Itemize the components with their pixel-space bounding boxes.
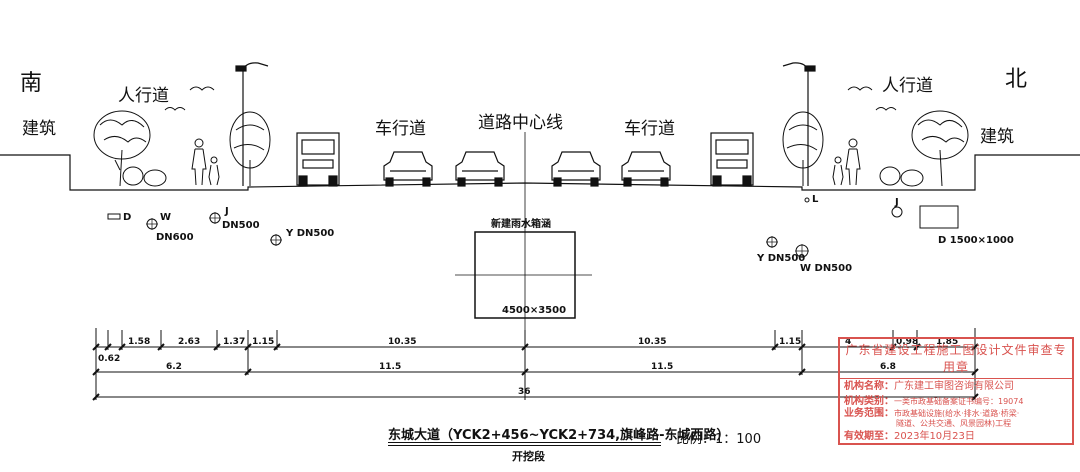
svg-text:DN600: DN600 — [156, 232, 194, 243]
pedestrians-right — [832, 138, 861, 186]
car-2 — [455, 151, 505, 187]
dim-r2-4: 11.5 — [651, 362, 673, 372]
stamp-org: 机构名称：广东建工审图咨询有限公司 — [844, 381, 1014, 392]
dim-2: 2.63 — [178, 337, 200, 347]
svg-text:L: L — [812, 194, 819, 205]
car-1 — [383, 151, 433, 187]
birds-right — [847, 86, 897, 111]
car-3 — [551, 151, 601, 187]
carriageway-right-label: 车行道 — [624, 119, 675, 139]
dim-total: 36 — [518, 387, 531, 397]
dim-7: 1.15 — [779, 337, 801, 347]
tree-right — [782, 110, 969, 187]
caption-underline-2 — [388, 445, 661, 446]
dim-3: 1.37 — [223, 337, 245, 347]
section-type: 开挖段 — [512, 450, 545, 463]
tree-left — [93, 110, 271, 187]
svg-text:J: J — [894, 197, 899, 208]
svg-text:Y DN500: Y DN500 — [285, 228, 334, 239]
dim-9: 0.98 — [896, 337, 918, 347]
centerline-label: 道路中心线 — [478, 113, 563, 133]
sidewalk-left-label: 人行道 — [118, 86, 169, 106]
dim-4: 1.15 — [252, 337, 274, 347]
svg-text:W DN500: W DN500 — [800, 263, 852, 274]
building-left-label: 建筑 — [22, 119, 56, 139]
sidewalk-right-label: 人行道 — [882, 76, 933, 96]
culvert-size: 4500×3500 — [502, 305, 566, 316]
stamp-valid: 有效期至：2023年10月23日 — [844, 431, 975, 442]
dim-r2-5: 6.8 — [880, 362, 896, 372]
drawing-scale: 比例：1：100 — [676, 432, 762, 447]
caption-underline — [388, 442, 661, 443]
storm-culvert: 新建雨水箱涵 4500×3500 — [455, 217, 592, 319]
stamp-scope: 业务范围：市政基础设施(给水·排水·道路·桥梁· — [844, 408, 1020, 419]
svg-text:W: W — [160, 212, 171, 223]
pipe-y-left: Y DN500 — [270, 228, 334, 246]
pipe-w-right: W DN500 — [795, 244, 852, 274]
svg-text:J: J — [224, 206, 229, 217]
drawing-caption: 东城大道（YCK2+456~YCK2+734,旗峰路-东城西路） — [388, 428, 730, 443]
building-right-label: 建筑 — [980, 127, 1014, 147]
truck-right — [710, 132, 754, 187]
truck-left — [296, 132, 340, 187]
dim-10: 1.85 — [936, 337, 958, 347]
stamp-cert: 机构类别：一类市政基础备案证书编号：19074 — [844, 396, 1024, 407]
south-label: 南 — [20, 71, 42, 96]
tick-marks — [92, 343, 979, 401]
dim-8: 4 — [845, 337, 851, 347]
north-label: 北 — [1005, 67, 1027, 92]
dim-r2-3: 11.5 — [379, 362, 401, 372]
pipe-d-left: D — [107, 212, 131, 223]
pipe-w-left: W DN600 — [146, 212, 194, 243]
car-4 — [621, 151, 671, 187]
dim-r2-1: 0.62 — [98, 354, 120, 364]
pipe-l-right: L — [804, 194, 819, 205]
svg-text:DN500: DN500 — [222, 220, 260, 231]
dim-5: 10.35 — [388, 337, 416, 347]
carriageway-left-label: 车行道 — [375, 119, 426, 139]
pipe-d-right: D 1500×1000 — [919, 205, 1014, 246]
svg-text:D 1500×1000: D 1500×1000 — [938, 235, 1014, 246]
review-stamp: 广东省建设工程施工图设计文件审查专用章 机构名称：广东建工审图咨询有限公司 机构… — [838, 337, 1074, 445]
svg-text:Y DN500: Y DN500 — [756, 253, 805, 264]
stamp-title: 广东省建设工程施工图设计文件审查专用章 — [840, 339, 1072, 379]
dim-6: 10.35 — [638, 337, 666, 347]
pipe-y-right: Y DN500 — [756, 236, 805, 264]
pedestrians-left — [191, 138, 220, 186]
dim-1: 1.58 — [128, 337, 150, 347]
pipe-j-right: J — [891, 197, 903, 218]
stamp-scope-2: 隧道、公共交通、风景园林)工程 — [896, 419, 1012, 428]
birds-left — [164, 86, 215, 111]
culvert-title: 新建雨水箱涵 — [491, 217, 551, 230]
pipe-j-left: J DN500 — [209, 206, 260, 231]
svg-text:D: D — [123, 212, 131, 223]
dim-r2-2: 6.2 — [166, 362, 182, 372]
